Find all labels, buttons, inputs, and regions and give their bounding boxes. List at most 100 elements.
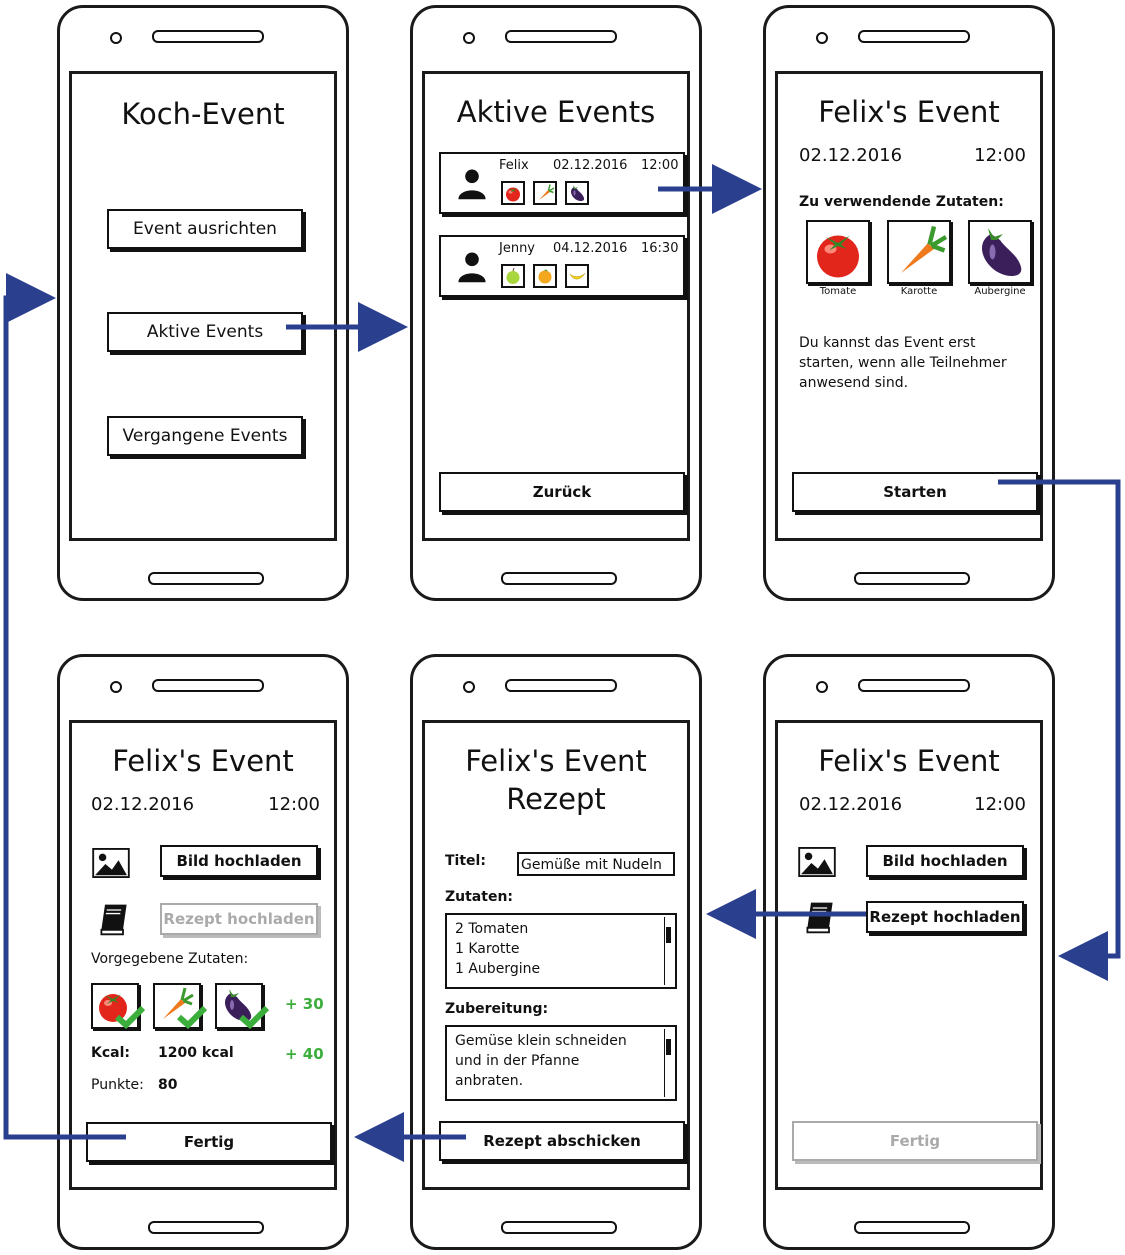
event-time: 12:00 — [268, 794, 320, 815]
prep-line: und in der Pfanne — [455, 1053, 580, 1069]
speaker-icon — [505, 679, 617, 692]
info-text-line: Du kannst das Event erst — [799, 335, 976, 351]
ingredient-label: Aubergine — [974, 286, 1026, 297]
page-title: Felix's Event — [465, 744, 647, 778]
ingredient-label: Karotte — [900, 286, 938, 297]
page-title: Aktive Events — [456, 95, 656, 129]
info-text-line: anwesend sind. — [799, 375, 909, 391]
ingredients-line: 2 Tomaten — [455, 921, 529, 937]
event-time: 12:00 — [641, 158, 679, 173]
home-button[interactable] — [501, 572, 617, 585]
kcal-bonus: + 40 — [285, 1045, 324, 1063]
screen-event-detail: Felix's Event 02.12.2016 12:00 Zu verwen… — [775, 71, 1043, 541]
kcal-label: Kcal: — [91, 1045, 130, 1061]
camera-icon — [816, 32, 828, 44]
ingredient-carrot — [887, 220, 951, 284]
home-button[interactable] — [854, 1221, 970, 1234]
prep-scrollbar[interactable] — [664, 1029, 673, 1097]
upload-image-button[interactable]: Bild hochladen — [866, 845, 1024, 877]
arrow-done-to-home — [3, 273, 126, 1140]
camera-icon — [110, 681, 122, 693]
event-host: Jenny — [499, 241, 536, 256]
page-title: Felix's Event — [818, 744, 1000, 778]
event-date: 04.12.2016 — [553, 241, 628, 256]
ingredients-scrollbar[interactable] — [664, 917, 673, 985]
event-date: 02.12.2016 — [553, 158, 628, 173]
speaker-icon — [505, 30, 617, 43]
past-events-button[interactable]: Vergangene Events — [107, 416, 303, 456]
page-title: Felix's Event — [818, 95, 1000, 129]
host-event-button[interactable]: Event ausrichten — [107, 209, 303, 249]
speaker-icon — [858, 30, 970, 43]
points-label: Punkte: — [91, 1077, 144, 1093]
screen-event-complete: Felix's Event 02.12.2016 12:00 Bild hoch… — [69, 720, 337, 1190]
phone-recipe: Felix's Event Rezept Titel: Gemüße mit N… — [410, 654, 702, 1250]
speaker-icon — [152, 679, 264, 692]
recipe-title-label: Titel: — [445, 853, 486, 869]
upload-recipe-button[interactable]: Rezept hochladen — [866, 901, 1024, 933]
ingredients-line: 1 Karotte — [455, 941, 520, 957]
event-date: 02.12.2016 — [91, 794, 195, 815]
phone-home: Koch-Event Event ausrichten Aktive Event… — [57, 5, 349, 601]
ingredient-eggplant — [968, 220, 1032, 284]
ingredient-tomato — [501, 181, 525, 205]
back-button[interactable]: Zurück — [439, 472, 685, 512]
speaker-icon — [152, 30, 264, 43]
ingredient-eggplant — [565, 181, 589, 205]
page-title: Koch-Event — [121, 97, 285, 131]
home-button[interactable] — [148, 1221, 264, 1234]
event-time: 12:00 — [974, 794, 1026, 815]
prep-textarea[interactable]: Gemüse klein schneiden und in der Pfanne… — [445, 1025, 677, 1101]
prep-label: Zubereitung: — [445, 1001, 549, 1017]
done-button[interactable]: Fertig — [86, 1122, 332, 1162]
done-button[interactable]: Fertig — [792, 1121, 1038, 1161]
phone-active-events: Aktive Events Felix 02.12.2016 12:00 Jen… — [410, 5, 702, 601]
ingredients-heading: Vorgegebene Zutaten: — [91, 951, 249, 967]
prep-line: anbraten. — [455, 1073, 524, 1089]
camera-icon — [463, 32, 475, 44]
ingredient-tomato — [806, 220, 870, 284]
page-subtitle: Rezept — [506, 782, 606, 816]
submit-recipe-button[interactable]: Rezept abschicken — [439, 1121, 685, 1161]
ingredient-banana — [565, 264, 589, 288]
ingredients-textarea[interactable]: 2 Tomaten 1 Karotte 1 Aubergine — [445, 913, 677, 989]
ingredient-apple — [501, 264, 525, 288]
phone-event-upload: Felix's Event 02.12.2016 12:00 Bild hoch… — [763, 654, 1055, 1250]
ingredient-label: Tomate — [819, 286, 857, 297]
points-value: 80 — [158, 1077, 178, 1093]
ingredient-bonus: + 30 — [285, 995, 324, 1013]
start-button[interactable]: Starten — [792, 472, 1038, 512]
kcal-value: 1200 kcal — [158, 1045, 234, 1061]
upload-image-button[interactable]: Bild hochladen — [160, 845, 318, 877]
ingredient-eggplant — [215, 983, 263, 1029]
camera-icon — [816, 681, 828, 693]
upload-recipe-button[interactable]: Rezept hochladen — [160, 903, 318, 935]
screen-active-events: Aktive Events Felix 02.12.2016 12:00 Jen… — [422, 71, 690, 541]
camera-icon — [110, 32, 122, 44]
event-time: 16:30 — [641, 241, 679, 256]
event-date: 02.12.2016 — [799, 794, 903, 815]
screen-home: Koch-Event Event ausrichten Aktive Event… — [69, 71, 337, 541]
ingredient-carrot — [153, 983, 201, 1029]
event-card-jenny[interactable]: Jenny 04.12.2016 16:30 — [439, 235, 685, 297]
speaker-icon — [858, 679, 970, 692]
active-events-button[interactable]: Aktive Events — [107, 312, 303, 352]
ingredient-orange — [533, 264, 557, 288]
phone-event-detail: Felix's Event 02.12.2016 12:00 Zu verwen… — [763, 5, 1055, 601]
event-date: 02.12.2016 — [799, 145, 903, 166]
event-card-felix[interactable]: Felix 02.12.2016 12:00 — [439, 152, 685, 214]
ingredients-heading: Zu verwendende Zutaten: — [799, 194, 1004, 210]
ingredients-label: Zutaten: — [445, 889, 514, 905]
ingredients-line: 1 Aubergine — [455, 961, 541, 977]
home-button[interactable] — [501, 1221, 617, 1234]
ingredient-carrot — [533, 181, 557, 205]
camera-icon — [463, 681, 475, 693]
phone-event-complete: Felix's Event 02.12.2016 12:00 Bild hoch… — [57, 654, 349, 1250]
home-button[interactable] — [854, 572, 970, 585]
prep-line: Gemüse klein schneiden — [455, 1033, 627, 1049]
event-host: Felix — [499, 158, 529, 173]
home-button[interactable] — [148, 572, 264, 585]
screen-event-upload: Felix's Event 02.12.2016 12:00 Bild hoch… — [775, 720, 1043, 1190]
recipe-title-input[interactable]: Gemüße mit Nudeln — [517, 852, 675, 876]
